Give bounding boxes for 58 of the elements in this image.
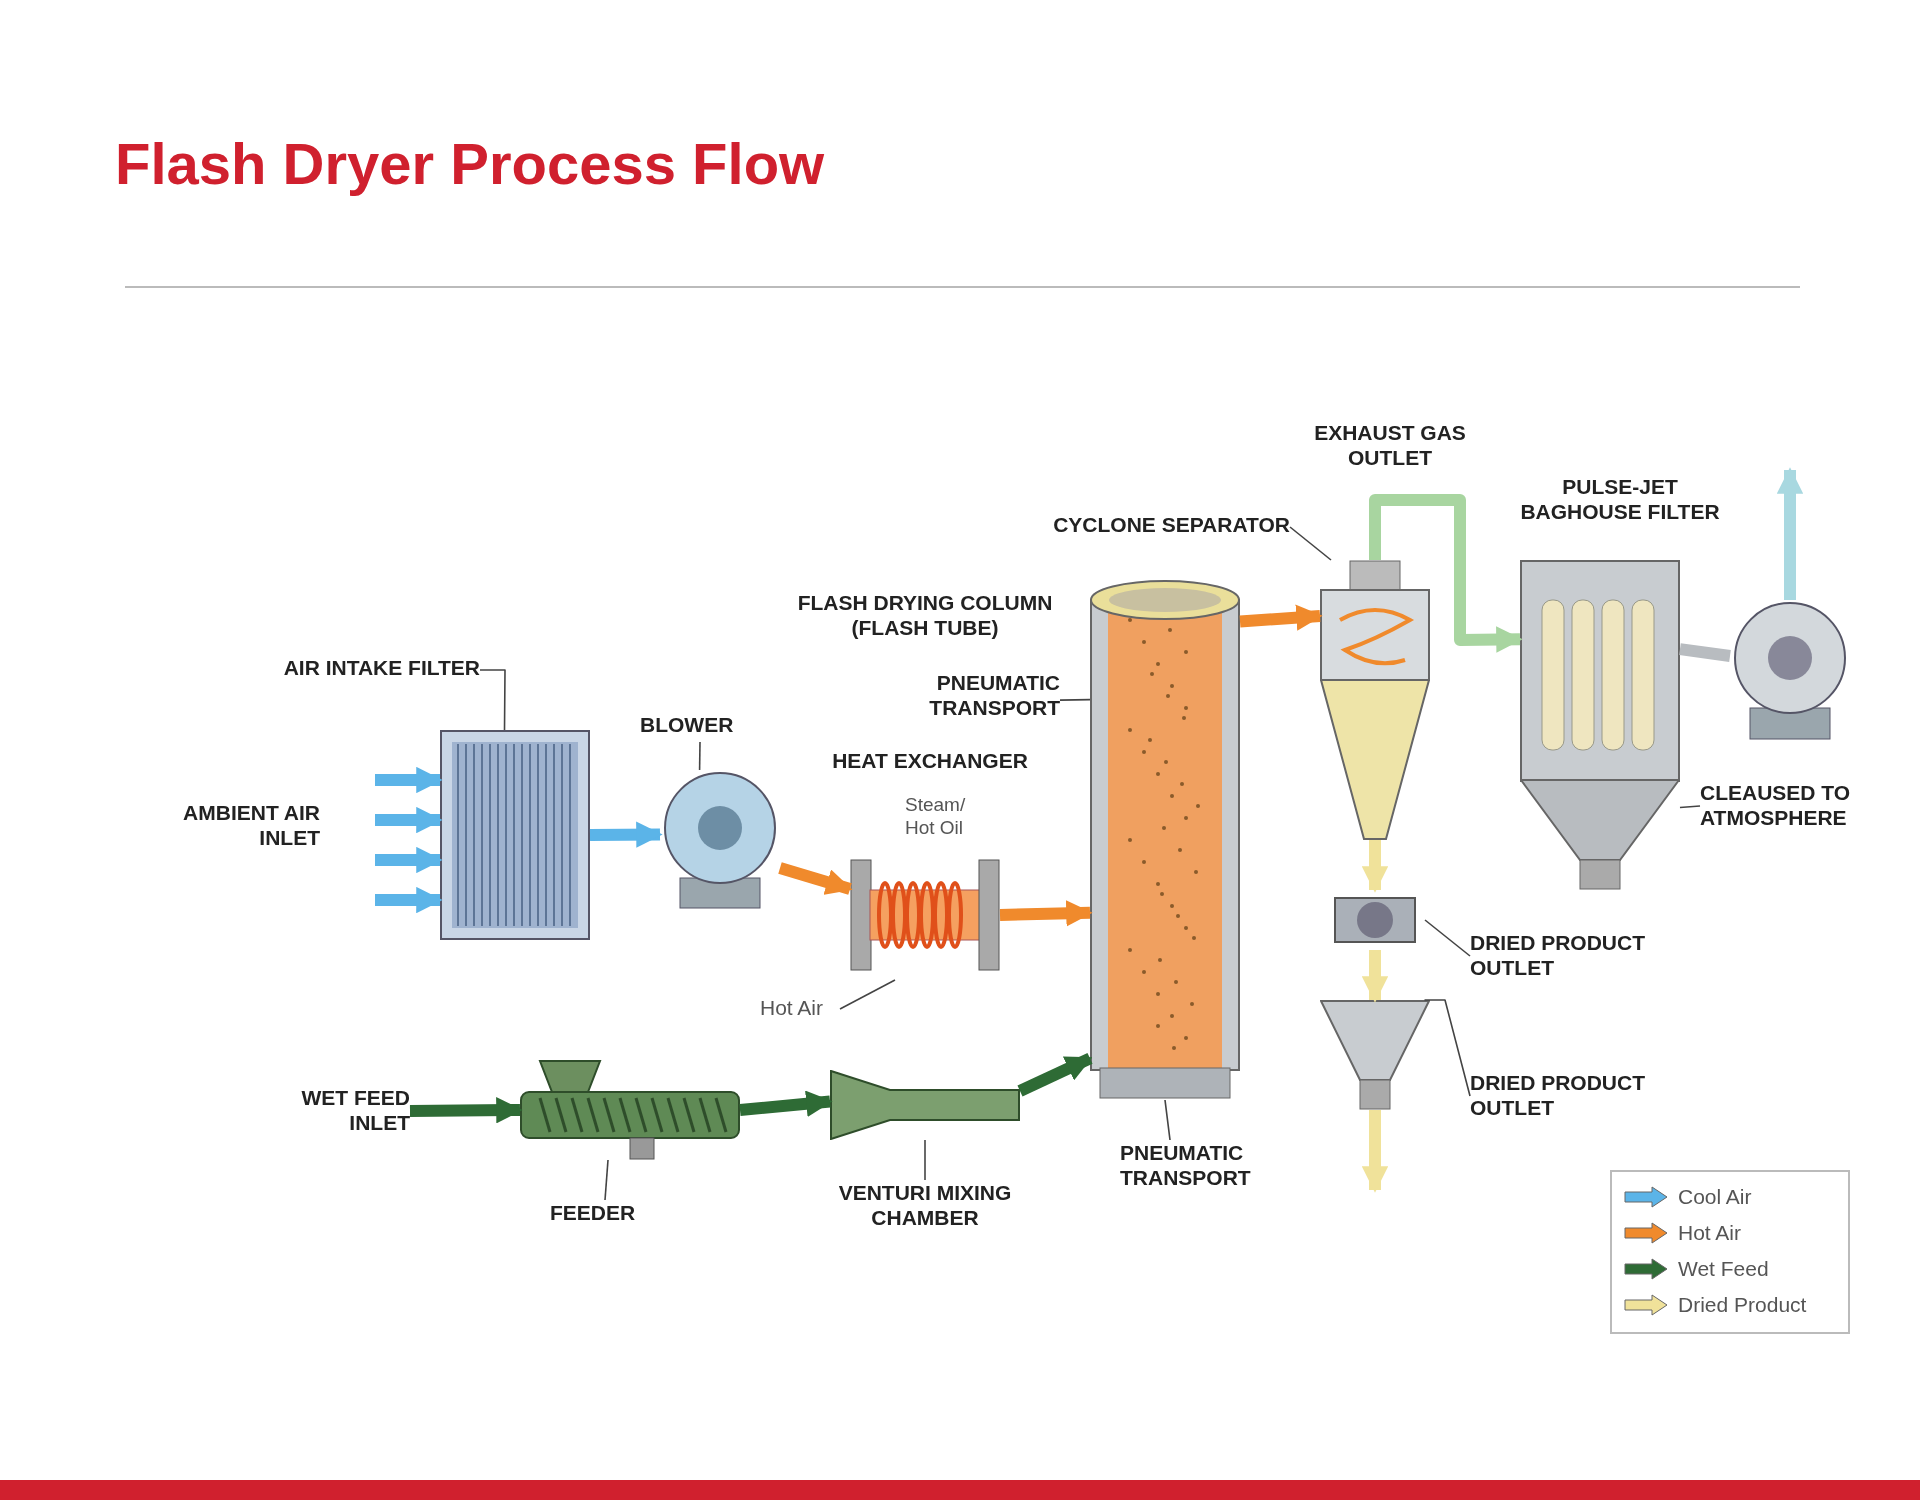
leader-line xyxy=(1164,1099,1171,1141)
callout-label: VENTURI MIXING CHAMBER xyxy=(810,1180,1040,1232)
flow-arrow xyxy=(1776,467,1804,600)
flow-label: Hot Air xyxy=(760,995,840,1023)
part-label: EXHAUST GAS OUTLET xyxy=(1313,420,1467,471)
callout-label: AIR INTAKE FILTER xyxy=(250,655,480,685)
leader-line xyxy=(1679,805,1701,809)
part-label: HEAT EXCHANGER xyxy=(831,748,1029,774)
flow-arrow xyxy=(1017,1052,1093,1097)
baghouse-filter-drawing xyxy=(1520,560,1680,890)
part-label: PULSE-JET BAGHOUSE FILTER xyxy=(1520,474,1720,525)
leader-line xyxy=(1424,919,1471,957)
callout-label: CLEAUSED TO ATMOSPHERE xyxy=(1700,780,1900,832)
leader-line xyxy=(1423,999,1471,1097)
flow-arrow xyxy=(375,846,443,874)
callout-label: PNEUMATIC TRANSPORT xyxy=(860,670,1060,722)
flow-arrow xyxy=(778,862,853,895)
flow-arrow xyxy=(1369,494,1523,653)
callout-label: WET FEED INLET xyxy=(290,1085,410,1137)
part-label: FLASH DRYING COLUMN (FLASH TUBE) xyxy=(796,590,1054,641)
flow-arrow xyxy=(375,806,443,834)
flow-arrow xyxy=(1361,950,1389,1003)
callout-label: CYCLONE SEPARATOR xyxy=(1050,512,1290,542)
leader-line xyxy=(604,1159,609,1201)
screw-feeder-drawing xyxy=(520,1060,740,1160)
leader-line xyxy=(839,979,896,1010)
flow-arrow xyxy=(739,1090,833,1117)
part-label: AMBIENT AIR INLET xyxy=(182,800,320,851)
duct xyxy=(1679,643,1731,662)
cyclone-drawing xyxy=(1320,560,1430,840)
callout-label: PNEUMATIC TRANSPORT xyxy=(1120,1140,1320,1192)
callout-label: DRIED PRODUCT OUTLET xyxy=(1470,930,1670,982)
callout-label: BLOWER xyxy=(640,712,760,742)
legend-label: Dried Product xyxy=(1678,1293,1807,1317)
flow-arrow xyxy=(1361,1110,1389,1193)
leader-line xyxy=(1059,698,1091,701)
flow-arrow xyxy=(1239,604,1323,631)
discharge-hopper-drawing xyxy=(1320,1000,1430,1110)
flow-arrow xyxy=(409,1097,523,1124)
leader-line xyxy=(1289,526,1332,561)
legend-label: Wet Feed xyxy=(1678,1257,1769,1281)
venturi-drawing xyxy=(830,1070,1020,1140)
title: Flash Dryer Process Flow xyxy=(115,130,826,198)
leader-line xyxy=(479,669,506,731)
flow-arrow xyxy=(1361,840,1389,893)
flow-arrow xyxy=(589,821,663,848)
flow-arrow xyxy=(375,886,443,914)
leader-line xyxy=(924,1139,926,1181)
legend-label: Cool Air xyxy=(1678,1185,1752,1209)
flow-label: Steam/ Hot Oil xyxy=(905,793,967,840)
callout-label: DRIED PRODUCT OUTLET xyxy=(1470,1070,1670,1122)
air-filter-drawing xyxy=(440,730,590,940)
legend-label: Hot Air xyxy=(1678,1221,1742,1245)
flow-arrow xyxy=(375,766,443,794)
callout-label: FEEDER xyxy=(550,1200,660,1230)
flow-arrow xyxy=(999,900,1093,927)
leader-line xyxy=(698,741,701,771)
drying-column-drawing xyxy=(1090,580,1240,1100)
